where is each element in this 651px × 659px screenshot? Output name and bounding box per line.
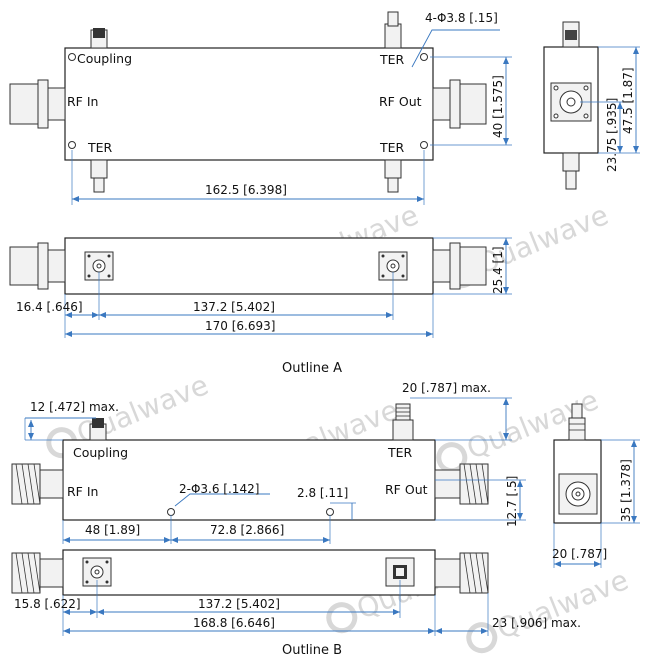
outline-b-ter-label: TER bbox=[387, 445, 413, 460]
outline-b-coupling-label: Coupling bbox=[73, 445, 128, 460]
outline-a-hole-br bbox=[420, 141, 428, 149]
outline-a-dim-holes: 4-Φ3.8 [.15] bbox=[425, 11, 498, 25]
outline-b-dim-total: 168.8 [6.646] bbox=[193, 616, 275, 630]
outline-a-side-dim-center: 23.75 [.935] bbox=[605, 98, 619, 172]
outline-a-dim-total: 170 [6.693] bbox=[205, 319, 275, 333]
outline-a-top-coupling-connector bbox=[90, 28, 108, 49]
outline-a-ter-br-label: TER bbox=[379, 140, 405, 155]
outline-b-front-left-connector bbox=[11, 552, 64, 594]
outline-a-hole-bl bbox=[68, 141, 76, 149]
outline-b-dim-small: 2.8 [.11] bbox=[297, 486, 348, 500]
outline-b-rf-in-label: RF In bbox=[67, 484, 98, 499]
outline-a-title: Outline A bbox=[282, 361, 342, 376]
outline-b-dim-pitch: 137.2 [5.402] bbox=[198, 597, 280, 611]
outline-a-dim-height: 40 [1.575] bbox=[491, 75, 505, 138]
outline-a-dim-thickness: 25.4 [1] bbox=[491, 246, 505, 294]
outline-b-top-rf-out-connector bbox=[434, 463, 489, 505]
outline-b-dim-conn-max: 23 [.906] max. bbox=[492, 616, 581, 630]
outline-b-side-dim-width: 20 [.787] bbox=[552, 547, 607, 561]
outline-a-ter-bl-label: TER bbox=[87, 140, 113, 155]
outline-a-bottom-ter-left-connector bbox=[90, 159, 108, 193]
outline-b-top-rf-in-connector bbox=[11, 463, 64, 505]
outline-a-dim-length: 162.5 [6.398] bbox=[205, 183, 287, 197]
outline-b-top-coupling-connector bbox=[89, 418, 107, 441]
outline-b-side-dim-height: 35 [1.378] bbox=[619, 459, 633, 522]
outline-b-dim-half-h: 12.7 [.5] bbox=[505, 476, 519, 527]
outline-a-front-view: 16.4 [.646] 137.2 [5.402] 170 [6.693] 25… bbox=[9, 237, 512, 338]
outline-a-rf-out-label: RF Out bbox=[379, 94, 422, 109]
outline-b-hole-right bbox=[326, 508, 334, 516]
outline-b-front-right-connector bbox=[434, 552, 489, 594]
outline-a-dim-pitch: 137.2 [5.402] bbox=[193, 300, 275, 314]
outline-a-rf-in-label: RF In bbox=[67, 94, 98, 109]
outline-a-side-dim-height: 47.5 [1.87] bbox=[621, 67, 635, 134]
outline-b-top-ter-connector bbox=[392, 403, 414, 441]
outline-a-top-view: Coupling TER RF In RF Out TER TER 4-Φ3.8… bbox=[9, 11, 512, 205]
outline-b-hole-left bbox=[167, 508, 175, 516]
outline-a-hole-tr bbox=[420, 53, 428, 61]
outline-b-front-view: 15.8 [.622] 137.2 [5.402] 168.8 [6.646] … bbox=[11, 549, 581, 636]
outline-b-dim-left-pos: 48 [1.89] bbox=[85, 523, 140, 537]
outline-b-dim-left-max: 12 [.472] max. bbox=[30, 400, 119, 414]
outline-b-side-view: 35 [1.378] 20 [.787] bbox=[552, 403, 640, 568]
outline-b-dim-offset: 15.8 [.622] bbox=[14, 597, 81, 611]
outline-b-title: Outline B bbox=[282, 643, 342, 658]
outline-a-dim-offset: 16.4 [.646] bbox=[16, 300, 83, 314]
outline-a-side-view: 23.75 [.935] 47.5 [1.87] bbox=[543, 21, 640, 190]
outline-a-ter-top-label: TER bbox=[379, 52, 405, 67]
outline-a-top-ter-connector bbox=[384, 11, 402, 49]
outline-a-coupling-label: Coupling bbox=[77, 51, 132, 66]
outline-b-front-flange-right bbox=[385, 557, 415, 587]
outline-b-dim-hole-pitch: 72.8 [2.866] bbox=[210, 523, 284, 537]
svg-text:Qualwave: Qualwave bbox=[492, 563, 633, 646]
outline-a-hole-tl bbox=[68, 53, 76, 61]
outline-b-dim-right-max: 20 [.787] max. bbox=[402, 381, 491, 395]
outline-a-front-flange-left bbox=[84, 251, 114, 281]
outline-b-rf-out-label: RF Out bbox=[385, 482, 428, 497]
outline-b-dim-holes: 2-Φ3.6 [.142] bbox=[179, 482, 259, 496]
outline-a-top-rf-out-connector bbox=[432, 79, 487, 129]
outline-a-bottom-ter-right-connector bbox=[384, 159, 402, 193]
outline-b-top-view: Coupling TER RF In RF Out 12 [.472] max.… bbox=[11, 381, 526, 544]
outline-a-top-rf-in-connector bbox=[9, 79, 66, 129]
